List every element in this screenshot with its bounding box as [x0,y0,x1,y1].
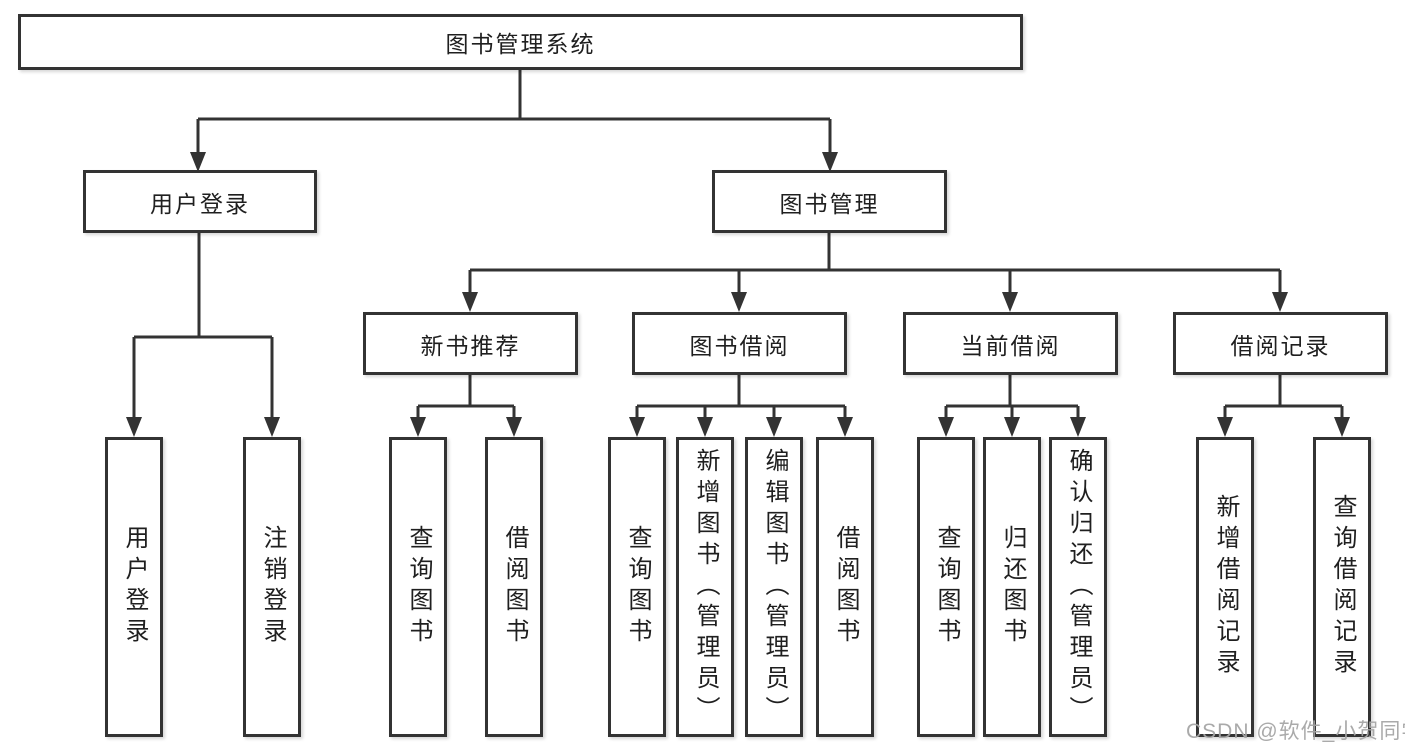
node-current-borrowing: 当前借阅 [903,312,1118,375]
node-borrow-query-book: 查询图书 [608,437,666,737]
node-borrow-add-book-admin: 新增图书（管理员） [676,437,734,737]
node-borrow-borrow-book: 借阅图书 [816,437,874,737]
node-user-login: 用户登录 [105,437,163,737]
node-current-confirm-return-admin: 确认归还（管理员） [1049,437,1107,737]
node-book-management: 图书管理 [712,170,947,233]
node-records-query-record: 查询借阅记录 [1313,437,1371,737]
arrowheads [126,152,1350,437]
node-rec-borrow-book: 借阅图书 [485,437,543,737]
node-records-add-record: 新增借阅记录 [1196,437,1254,737]
node-book-borrowing: 图书借阅 [632,312,847,375]
csdn-watermark: CSDN @软件_小贺同学 [1186,720,1405,743]
node-logout: 注销登录 [243,437,301,737]
node-root-system: 图书管理系统 [18,14,1023,70]
node-borrow-edit-book-admin: 编辑图书（管理员） [745,437,803,737]
node-user-login-group: 用户登录 [83,170,317,233]
node-current-return-book: 归还图书 [983,437,1041,737]
node-rec-query-book: 查询图书 [389,437,447,737]
node-current-query-book: 查询图书 [917,437,975,737]
node-new-book-recommend: 新书推荐 [363,312,578,375]
node-borrowing-records: 借阅记录 [1173,312,1388,375]
